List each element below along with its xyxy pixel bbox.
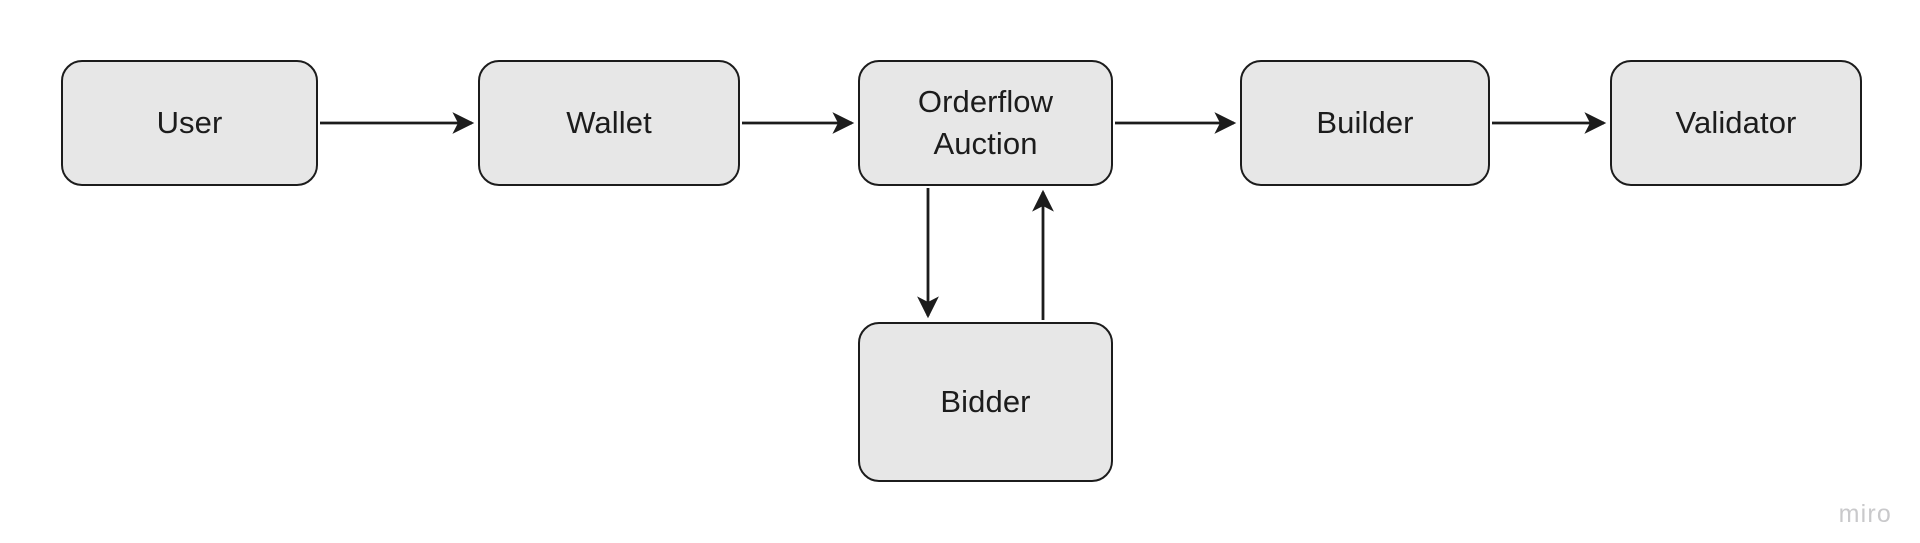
node-bidder[interactable]: Bidder xyxy=(858,322,1113,482)
node-orderflow-auction-label: Orderflow Auction xyxy=(917,83,1054,161)
node-wallet[interactable]: Wallet xyxy=(478,60,740,186)
miro-watermark: miro xyxy=(1838,500,1892,528)
node-orderflow-auction[interactable]: Orderflow Auction xyxy=(858,60,1113,186)
node-builder[interactable]: Builder xyxy=(1240,60,1490,186)
node-validator-label: Validator xyxy=(1675,104,1797,140)
node-user-label: User xyxy=(156,104,223,140)
node-bidder-label: Bidder xyxy=(940,383,1031,419)
node-wallet-label: Wallet xyxy=(566,104,652,140)
node-user[interactable]: User xyxy=(61,60,318,186)
node-validator[interactable]: Validator xyxy=(1610,60,1862,186)
node-builder-label: Builder xyxy=(1316,104,1414,140)
